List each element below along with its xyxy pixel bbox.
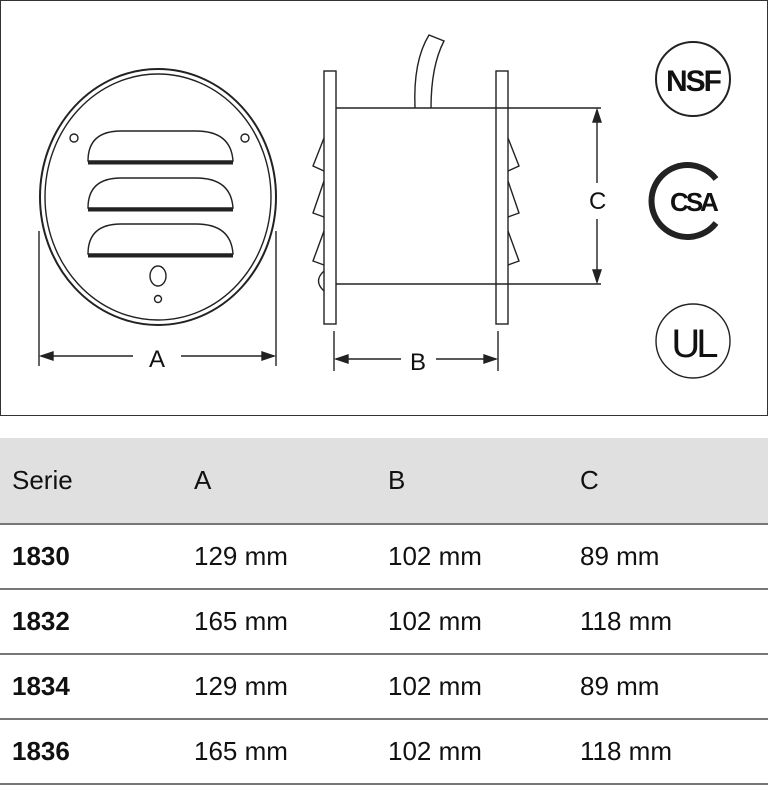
- dimension-c: [592, 107, 602, 285]
- dimension-label-a: A: [149, 346, 165, 373]
- cell-c: 118 mm: [579, 719, 768, 785]
- technical-drawing: A B C NSF CSA UL: [0, 0, 768, 416]
- table-row: 1836 165 mm 102 mm 118 mm: [0, 719, 768, 785]
- table-row: 1832 165 mm 102 mm 118 mm: [0, 589, 768, 655]
- cell-serie: 1830: [0, 524, 193, 590]
- cell-a: 165 mm: [193, 589, 387, 655]
- cell-b: 102 mm: [387, 719, 579, 785]
- header-a: A: [193, 438, 387, 525]
- cell-b: 102 mm: [387, 524, 579, 590]
- cell-serie: 1832: [0, 589, 193, 655]
- header-c: C: [579, 438, 768, 525]
- table-header-row: Serie A B C: [0, 438, 768, 525]
- header-serie: Serie: [0, 438, 193, 525]
- cell-b: 102 mm: [387, 589, 579, 655]
- cell-b: 102 mm: [387, 654, 579, 720]
- nsf-logo-text: NSF: [666, 65, 722, 98]
- table-row: 1834 129 mm 102 mm 89 mm: [0, 654, 768, 720]
- dimensions-table: Serie A B C 1830 129 mm 102 mm 89 mm 183…: [0, 438, 768, 785]
- dimension-a: [38, 231, 277, 366]
- side-view: [312, 34, 601, 325]
- cell-c: 118 mm: [579, 589, 768, 655]
- cell-a: 129 mm: [193, 654, 387, 720]
- csa-logo-text: CSA: [670, 187, 719, 217]
- ul-logo-text: UL: [671, 322, 717, 366]
- ul-logo: UL: [655, 303, 731, 379]
- nsf-logo: NSF: [655, 41, 731, 117]
- dimension-b: [333, 331, 499, 371]
- cell-c: 89 mm: [579, 654, 768, 720]
- cell-serie: 1834: [0, 654, 193, 720]
- dimension-label-b: B: [410, 349, 426, 376]
- cell-a: 129 mm: [193, 524, 387, 590]
- front-view: [39, 68, 277, 326]
- cell-a: 165 mm: [193, 719, 387, 785]
- table-row: 1830 129 mm 102 mm 89 mm: [0, 524, 768, 590]
- cell-serie: 1836: [0, 719, 193, 785]
- dimension-label-c: C: [589, 188, 606, 215]
- header-b: B: [387, 438, 579, 525]
- csa-logo: CSA: [648, 162, 722, 240]
- cell-c: 89 mm: [579, 524, 768, 590]
